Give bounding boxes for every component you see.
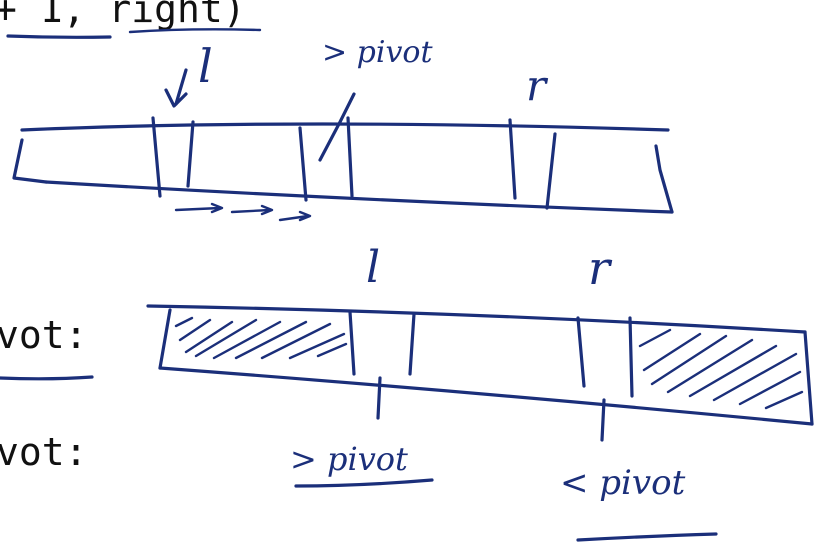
array-mid-top-edge [146, 304, 807, 334]
label-lt-pivot-bottom: < pivot [560, 463, 686, 503]
array-mid-left-edge [158, 308, 172, 370]
array-mid-right-edge [803, 330, 814, 426]
code-fragment-top: + 1, right) [0, 0, 246, 31]
advance-arrow [278, 210, 312, 222]
l-pointer-arrowhead [164, 88, 188, 108]
divider [408, 312, 416, 376]
hatched-region-left [174, 316, 348, 360]
array-top [12, 68, 674, 222]
gt-pivot-stem [376, 376, 382, 420]
label-r-top: r [526, 61, 549, 110]
divider [346, 116, 354, 198]
divider [576, 316, 586, 388]
label-gt-pivot-underline [294, 478, 434, 488]
array-top-right-edge [654, 144, 674, 214]
label-gt-pivot-bottom: > pivot [290, 440, 408, 478]
divider [186, 120, 195, 188]
hand-overline-top [128, 28, 262, 34]
divider [348, 310, 356, 376]
array-mid-bottom-edge [158, 366, 814, 426]
label-r-mid: r [588, 241, 613, 295]
divider-slash [318, 92, 356, 162]
array-top-bottom-edge [44, 180, 674, 214]
code-underline-mid [0, 375, 94, 381]
label-l-mid: l [366, 242, 380, 293]
l-pointer-arrow [174, 68, 188, 106]
array-top-top-edge [20, 122, 670, 132]
code-underline-top [6, 34, 112, 39]
hatched-region-right [638, 328, 804, 410]
code-line-bottom: vot: [0, 430, 88, 474]
lt-pivot-stem [600, 398, 606, 442]
divider [298, 126, 308, 202]
label-l-top: l [198, 39, 213, 93]
array-top-left-edge [12, 138, 48, 184]
label-lt-pivot-underline [576, 532, 718, 542]
label-gt-pivot-top: > pivot [322, 35, 433, 70]
divider [628, 316, 634, 398]
advance-arrow [230, 204, 274, 216]
code-line-mid: vot: [0, 313, 88, 357]
advance-arrow [174, 202, 224, 214]
divider [151, 116, 162, 198]
divider [508, 118, 517, 200]
divider [545, 132, 557, 210]
array-mid [146, 304, 814, 442]
